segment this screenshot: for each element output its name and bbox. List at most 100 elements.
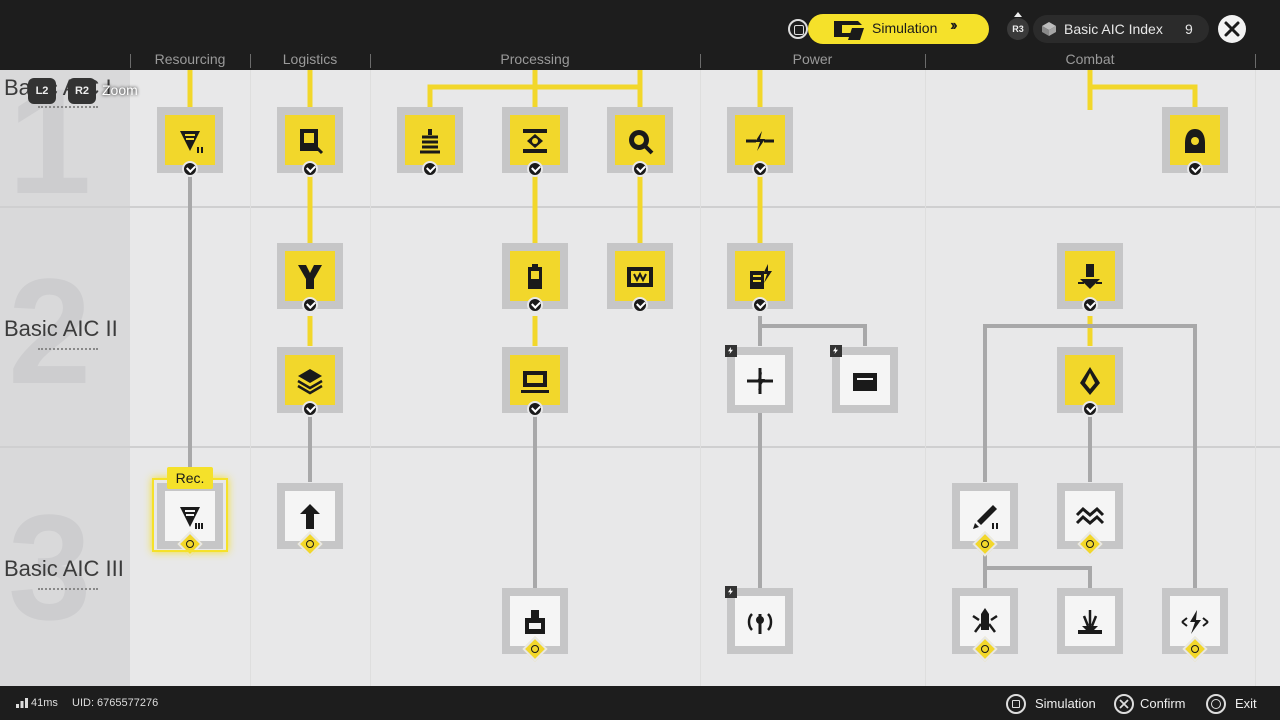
- category-divider: [1255, 54, 1256, 68]
- square-button-icon: [1006, 694, 1026, 714]
- simulation-label: Simulation: [872, 20, 938, 36]
- tech-node[interactable]: [1162, 107, 1228, 177]
- category-divider: [130, 54, 131, 68]
- tech-node[interactable]: [502, 243, 568, 313]
- tier-label: Basic AIC II: [4, 316, 118, 341]
- bottom-bar: 41ms UID: 6765577276 Simulation Confirm …: [0, 686, 1280, 720]
- tech-node[interactable]: [952, 483, 1018, 557]
- tech-node[interactable]: [727, 107, 793, 177]
- tech-node[interactable]: [277, 243, 343, 313]
- tech-node[interactable]: [1057, 243, 1123, 313]
- tesla-icon: [1181, 610, 1209, 634]
- tech-tree-connectors: [187, 70, 1198, 588]
- tab-combat[interactable]: Combat: [1065, 51, 1115, 67]
- tier-label: Basic AIC III: [4, 556, 124, 581]
- battery-icon: [528, 264, 542, 289]
- tech-node[interactable]: [277, 483, 343, 557]
- square-button-icon: [788, 19, 808, 39]
- blast-icon: [1078, 610, 1102, 634]
- tech-node[interactable]: [502, 107, 568, 177]
- chevron-double-right-icon: ››: [950, 17, 957, 34]
- top-bar: Simulation ›› R3 Basic AIC Index 9 Resou…: [0, 0, 1280, 70]
- simulation-logo-icon: [834, 21, 864, 40]
- generator-icon: [750, 264, 772, 289]
- tech-node[interactable]: [1057, 588, 1123, 654]
- power-pylon-icon: [746, 131, 774, 151]
- aic-index-box[interactable]: Basic AIC Index 9: [1033, 15, 1209, 43]
- r3-key[interactable]: R3: [1007, 18, 1029, 40]
- tech-node[interactable]: [607, 243, 673, 313]
- tech-node[interactable]: [397, 107, 463, 177]
- column-divider: [1255, 70, 1256, 686]
- r2-key[interactable]: R2: [68, 78, 96, 104]
- check-icon: [182, 161, 198, 177]
- tab-processing[interactable]: Processing: [500, 51, 570, 67]
- exit-label: Exit: [1235, 696, 1257, 711]
- locked-links: [188, 176, 1197, 588]
- check-icon: [302, 297, 318, 313]
- power-tag-icon: [725, 586, 737, 598]
- l2-key[interactable]: L2: [28, 78, 56, 104]
- link: [427, 84, 640, 110]
- tech-node[interactable]: [277, 107, 343, 177]
- check-icon: [752, 161, 768, 177]
- tech-node[interactable]: [157, 107, 223, 177]
- tech-node[interactable]: [725, 586, 793, 654]
- check-icon: [632, 161, 648, 177]
- check-icon: [752, 297, 768, 313]
- column-divider: [700, 70, 701, 686]
- category-tabs: Resourcing Logistics Processing Power Co…: [0, 50, 1280, 70]
- check-icon: [1082, 401, 1098, 417]
- aic-index-label: Basic AIC Index: [1064, 21, 1163, 37]
- tech-node[interactable]: [502, 347, 568, 417]
- grinder-icon: [629, 130, 654, 155]
- check-icon: [302, 161, 318, 177]
- link: [1090, 324, 1197, 588]
- missile-icon: [972, 608, 998, 633]
- check-icon: [632, 297, 648, 313]
- circle-button-icon: [1206, 694, 1226, 714]
- category-divider: [370, 54, 371, 68]
- tech-node[interactable]: [1057, 483, 1123, 557]
- depot-icon: [300, 129, 324, 155]
- column-divider: [925, 70, 926, 686]
- signal-icon: [16, 698, 28, 708]
- simulation-pill[interactable]: Simulation ››: [808, 14, 989, 44]
- tech-node[interactable]: [607, 107, 673, 177]
- category-divider: [700, 54, 701, 68]
- column-divider: [250, 70, 251, 686]
- layers-icon: [297, 369, 323, 395]
- tab-power[interactable]: Power: [792, 51, 833, 67]
- tier-divider: [0, 446, 1280, 448]
- tab-logistics[interactable]: Logistics: [282, 51, 338, 67]
- tech-node[interactable]: [952, 588, 1018, 662]
- tech-node[interactable]: [157, 483, 223, 557]
- refinery-icon: [523, 129, 547, 153]
- splitter-icon: [298, 265, 322, 289]
- tier-number: 3: [8, 483, 92, 651]
- link: [985, 566, 1092, 588]
- cross-button-icon: [1114, 694, 1134, 714]
- tab-resourcing[interactable]: Resourcing: [154, 51, 226, 67]
- power-tag-icon: [725, 345, 737, 357]
- tier-number: 2: [8, 247, 92, 415]
- elevator-icon: [300, 504, 320, 529]
- tech-node[interactable]: [502, 588, 568, 662]
- tech-node[interactable]: [727, 243, 793, 313]
- tech-node[interactable]: [830, 345, 898, 413]
- assembler-icon: [627, 267, 653, 287]
- drill-icon: [180, 507, 203, 529]
- relay-icon: [747, 368, 773, 394]
- close-icon: [1224, 21, 1240, 37]
- tech-tree-panel[interactable]: 1 Basic AIC I 2 Basic AIC II 3 Basic AIC…: [0, 66, 1280, 686]
- tech-node[interactable]: [1162, 588, 1228, 662]
- close-button[interactable]: [1218, 15, 1246, 43]
- power-tag-icon: [830, 345, 842, 357]
- tech-node[interactable]: [725, 345, 793, 413]
- defense-tower-icon: [1078, 264, 1102, 289]
- category-divider: [250, 54, 251, 68]
- tech-node[interactable]: [277, 347, 343, 417]
- tech-node[interactable]: [1057, 347, 1123, 417]
- wave-icon: [1075, 506, 1105, 525]
- cube-icon: [1042, 22, 1056, 36]
